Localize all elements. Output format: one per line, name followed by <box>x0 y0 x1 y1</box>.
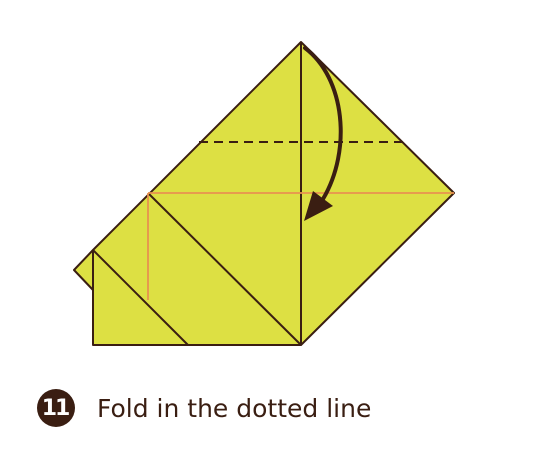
fold-line <box>92 249 189 346</box>
curved-arrow-icon <box>303 46 343 221</box>
step-instruction: Fold in the dotted line <box>97 393 372 423</box>
step-number-badge: 11 <box>37 389 75 427</box>
fold-line <box>147 192 302 346</box>
step-caption: 11 Fold in the dotted line <box>37 388 371 428</box>
